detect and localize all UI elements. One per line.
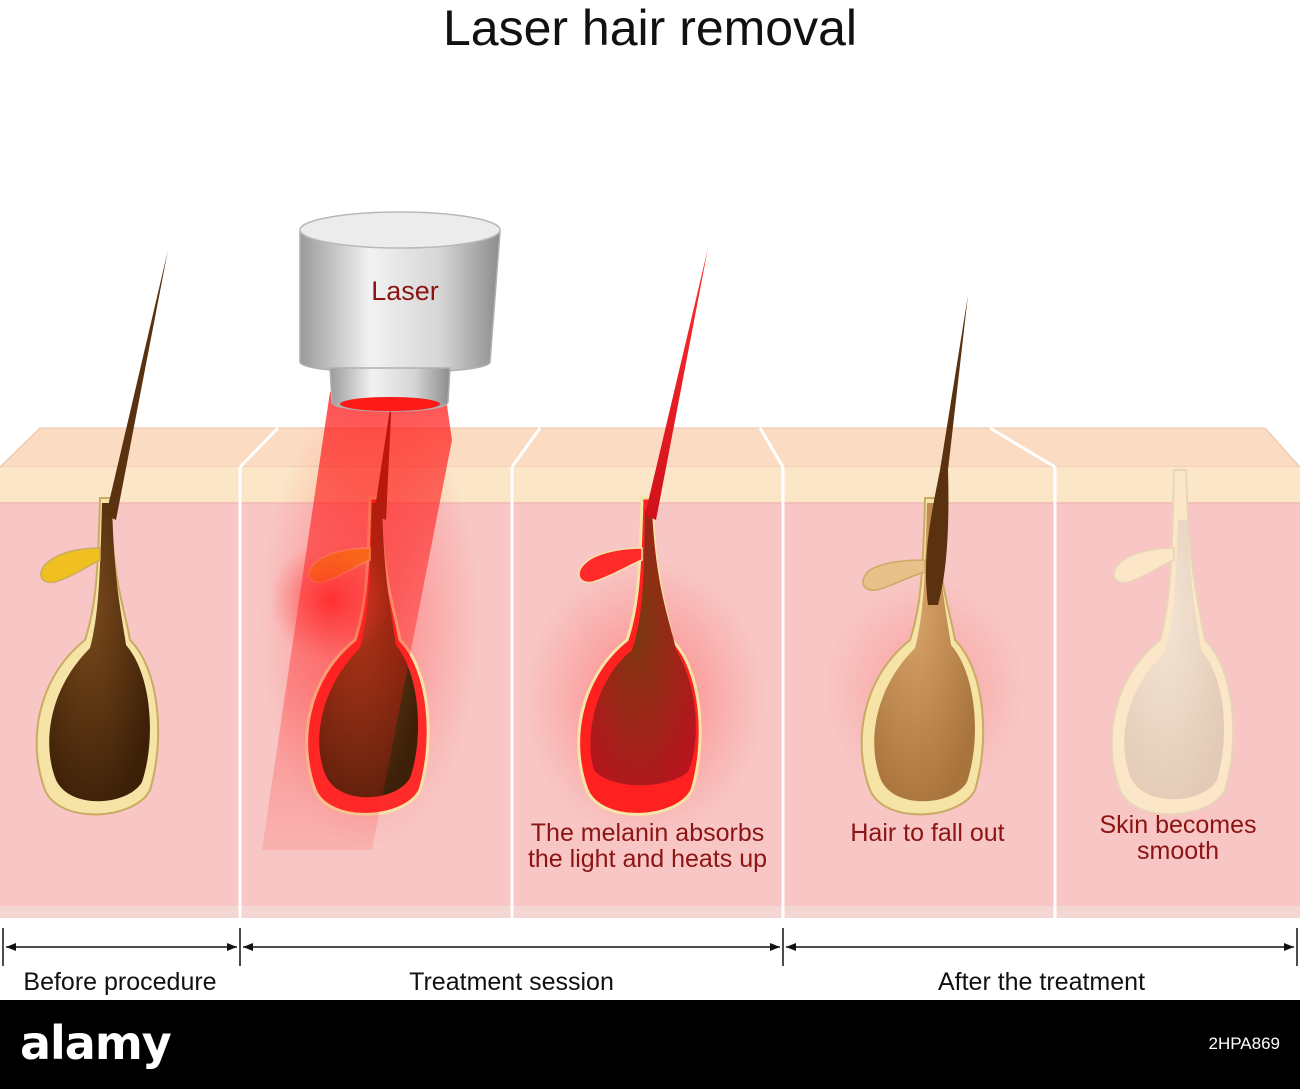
page-title: Laser hair removal: [442, 0, 858, 56]
image-id: 2HPA869: [1208, 1034, 1280, 1053]
smooth-label: Skin becomes smooth: [1099, 811, 1257, 865]
follicle-heated: [525, 248, 765, 840]
follicle-smooth: [1110, 469, 1235, 816]
stage-arrows: [2, 928, 1298, 966]
follicle-before: [35, 250, 168, 816]
melanin-label: The melanin absorbs the light and heats …: [527, 819, 768, 873]
stage-after: After the treatment: [937, 968, 1146, 996]
follicle-falling: [825, 295, 1025, 816]
brand-logo: alamy: [20, 1016, 172, 1070]
stage-session: Treatment session: [409, 968, 614, 996]
follicle-laser: [260, 390, 480, 850]
laser-handpiece: [299, 211, 501, 412]
section-dividers: [238, 426, 1057, 918]
fall-out-label: Hair to fall out: [850, 819, 1005, 847]
laser-label: Laser: [371, 276, 439, 306]
hair-removal-diagram: [0, 211, 1300, 966]
stage-before: Before procedure: [23, 968, 217, 996]
watermark-bar: alamy 2HPA869: [0, 1000, 1300, 1089]
